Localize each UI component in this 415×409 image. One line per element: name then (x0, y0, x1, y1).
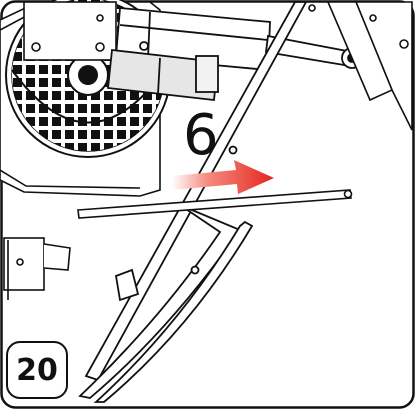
hinge-pin-icon (77, 189, 353, 219)
step-number-badge: 20 (6, 341, 68, 399)
mounting-bracket (23, 1, 117, 61)
linear-actuator-icon (107, 7, 363, 101)
curved-rail (78, 204, 254, 403)
direction-arrow-icon (172, 160, 274, 194)
side-panel (308, 1, 413, 131)
callout-number: 6 (183, 103, 219, 168)
side-bracket (3, 237, 71, 300)
